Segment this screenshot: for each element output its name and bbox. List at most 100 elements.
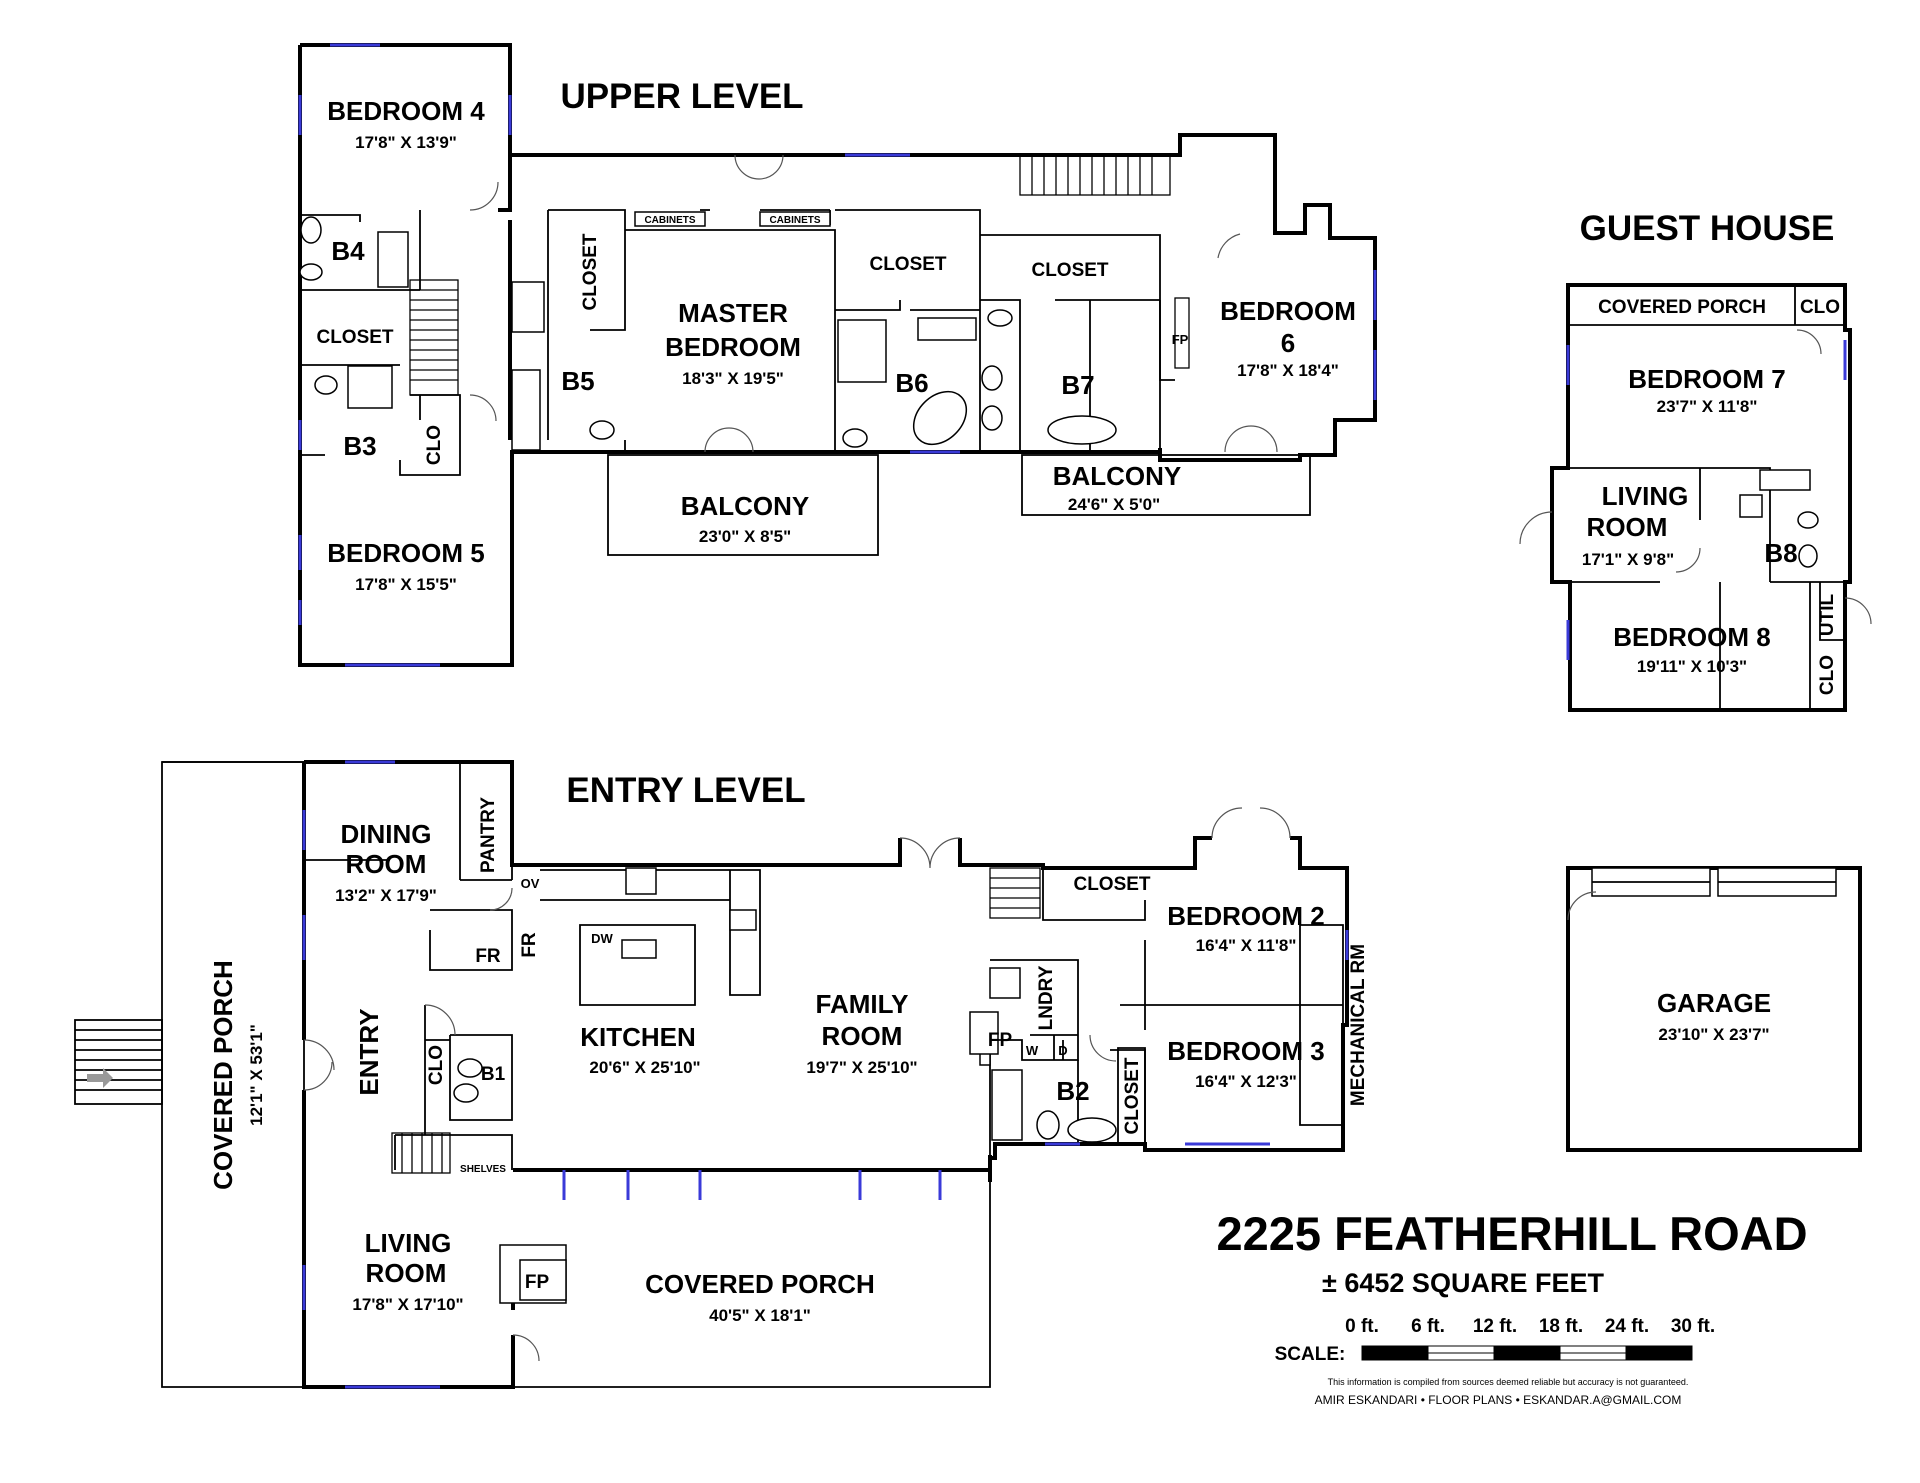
bedroom3-label: BEDROOM 3 xyxy=(1167,1036,1324,1066)
garage-plan xyxy=(1566,866,1862,1152)
guest-clo-top-label: CLO xyxy=(1800,297,1840,318)
fp-family-label: FP xyxy=(988,1030,1013,1051)
living-dim: 17'8" X 17'10" xyxy=(352,1295,463,1314)
b2-label: B2 xyxy=(1056,1076,1089,1106)
scale-bar xyxy=(1361,1345,1693,1361)
balcony1-dim: 23'0" X 8'5" xyxy=(699,527,791,546)
fp-upper-label: FP xyxy=(1172,332,1189,347)
dining-label-1: DINING xyxy=(341,819,432,849)
guest-house-plan xyxy=(1519,283,1872,712)
b3-label: B3 xyxy=(343,431,376,461)
bedroom6-dim: 17'8" X 18'4" xyxy=(1237,361,1339,380)
bedroom2-dim: 16'4" X 11'8" xyxy=(1196,936,1297,955)
upper-level-plan xyxy=(298,43,1377,667)
b1-label: B1 xyxy=(481,1064,506,1085)
family-dim: 19'7" X 25'10" xyxy=(806,1058,917,1077)
credit-text: AMIR ESKANDARI • FLOOR PLANS • ESKANDAR.… xyxy=(1315,1393,1682,1407)
lndry-label: LNDRY xyxy=(1036,965,1057,1030)
garage-label: GARAGE xyxy=(1657,988,1771,1018)
fr1-label: FR xyxy=(475,946,501,967)
cabinets-1-label: CABINETS xyxy=(644,215,695,226)
family-label-1: FAMILY xyxy=(816,989,909,1019)
dw-label: DW xyxy=(591,931,613,946)
south-porch-label: COVERED PORCH xyxy=(645,1269,875,1299)
scale-tick-0: 0 ft. xyxy=(1345,1316,1379,1337)
util-label: UTIL xyxy=(1817,594,1838,637)
kitchen-label: KITCHEN xyxy=(580,1022,696,1052)
entry-clo-label: CLO xyxy=(426,1045,447,1085)
upper-level-labels: UPPER LEVEL BEDROOM 4 17'8" X 13'9" B4 C… xyxy=(316,77,1355,594)
west-porch-dim: 12'1" X 53'1" xyxy=(247,1024,266,1126)
bedroom4-label: BEDROOM 4 xyxy=(327,96,485,126)
fp-living-label: FP xyxy=(525,1272,550,1293)
cabinets-2-label: CABINETS xyxy=(769,215,820,226)
scale-tick-30: 30 ft. xyxy=(1671,1316,1715,1337)
balcony1-label: BALCONY xyxy=(681,491,810,521)
scale-label: SCALE: xyxy=(1275,1344,1346,1365)
washer-label: W xyxy=(1026,1043,1039,1058)
closet-b7-label: CLOSET xyxy=(1031,260,1108,281)
info-block: 2225 FEATHERHILL ROAD ± 6452 SQUARE FEET… xyxy=(1216,1207,1807,1407)
disclaimer-text: This information is compiled from source… xyxy=(1328,1377,1689,1387)
entry-closet-label: CLOSET xyxy=(1073,874,1150,895)
b4-label: B4 xyxy=(331,236,365,266)
guest-house-labels: GUEST HOUSE COVERED PORCH CLO BEDROOM 7 … xyxy=(1580,209,1840,695)
bedroom5-dim: 17'8" X 15'5" xyxy=(355,575,457,594)
bedroom7-label: BEDROOM 7 xyxy=(1628,364,1785,394)
south-porch-dim: 40'5" X 18'1" xyxy=(709,1306,811,1325)
bedroom3-dim: 16'4" X 12'3" xyxy=(1195,1072,1297,1091)
guest-clo-bottom-label: CLO xyxy=(1817,655,1838,695)
dryer-label: D xyxy=(1058,1043,1067,1058)
upper-level-title: UPPER LEVEL xyxy=(560,77,803,116)
family-label-2: ROOM xyxy=(822,1021,903,1051)
bedroom4-dim: 17'8" X 13'9" xyxy=(355,133,457,152)
fr2-label: FR xyxy=(519,932,540,958)
bedroom8-label: BEDROOM 8 xyxy=(1613,622,1770,652)
master-label-1: MASTER xyxy=(678,298,788,328)
bedroom5-label: BEDROOM 5 xyxy=(327,538,484,568)
scale-tick-12: 12 ft. xyxy=(1473,1316,1517,1337)
entry-level-labels: ENTRY LEVEL COVERED PORCH 12'1" X 53'1" … xyxy=(208,771,1369,1325)
bedroom2-label: BEDROOM 2 xyxy=(1167,901,1324,931)
master-label-2: BEDROOM xyxy=(665,332,801,362)
bedroom8-dim: 19'11" X 10'3" xyxy=(1637,657,1747,676)
entry-level-plan xyxy=(74,760,1349,1389)
shelves-label: SHELVES xyxy=(460,1164,506,1175)
ov-label: OV xyxy=(521,876,540,891)
entry-label: ENTRY xyxy=(354,1008,384,1095)
guest-covered-porch-label: COVERED PORCH xyxy=(1598,297,1766,318)
guest-living-label-1: LIVING xyxy=(1602,481,1689,511)
guest-living-dim: 17'1" X 9'8" xyxy=(1582,550,1674,569)
pantry-label: PANTRY xyxy=(478,797,499,873)
guest-house-title: GUEST HOUSE xyxy=(1580,209,1835,248)
living-label-2: ROOM xyxy=(366,1258,447,1288)
mechanical-label: MECHANICAL RM xyxy=(1348,944,1369,1106)
scale-tick-18: 18 ft. xyxy=(1539,1316,1583,1337)
guest-living-label-2: ROOM xyxy=(1587,512,1668,542)
closet-b5-label: CLOSET xyxy=(580,233,601,310)
b5-label: B5 xyxy=(561,366,594,396)
closet-b4-label: CLOSET xyxy=(316,327,393,348)
kitchen-dim: 20'6" X 25'10" xyxy=(589,1058,700,1077)
closet-b6-label: CLOSET xyxy=(869,254,946,275)
scale-tick-24: 24 ft. xyxy=(1605,1316,1649,1337)
garage-dim: 23'10" X 23'7" xyxy=(1658,1025,1769,1044)
entry-level-title: ENTRY LEVEL xyxy=(566,771,805,810)
sqft-label: ± 6452 SQUARE FEET xyxy=(1322,1268,1604,1298)
bedroom7-dim: 23'7" X 11'8" xyxy=(1657,397,1758,416)
balcony2-label: BALCONY xyxy=(1053,461,1182,491)
balcony2-dim: 24'6" X 5'0" xyxy=(1068,495,1160,514)
living-label-1: LIVING xyxy=(365,1228,452,1258)
master-dim: 18'3" X 19'5" xyxy=(682,369,784,388)
scale-tick-6: 6 ft. xyxy=(1411,1316,1445,1337)
bedroom6-label-2: 6 xyxy=(1281,328,1295,358)
b6-label: B6 xyxy=(895,368,928,398)
dining-label-2: ROOM xyxy=(346,849,427,879)
b7-label: B7 xyxy=(1061,370,1094,400)
b8-label: B8 xyxy=(1764,538,1797,568)
bedroom6-label-1: BEDROOM xyxy=(1220,296,1356,326)
dining-dim: 13'2" X 17'9" xyxy=(335,886,437,905)
west-porch-label: COVERED PORCH xyxy=(208,960,238,1190)
b2-closet-label: CLOSET xyxy=(1122,1057,1143,1134)
